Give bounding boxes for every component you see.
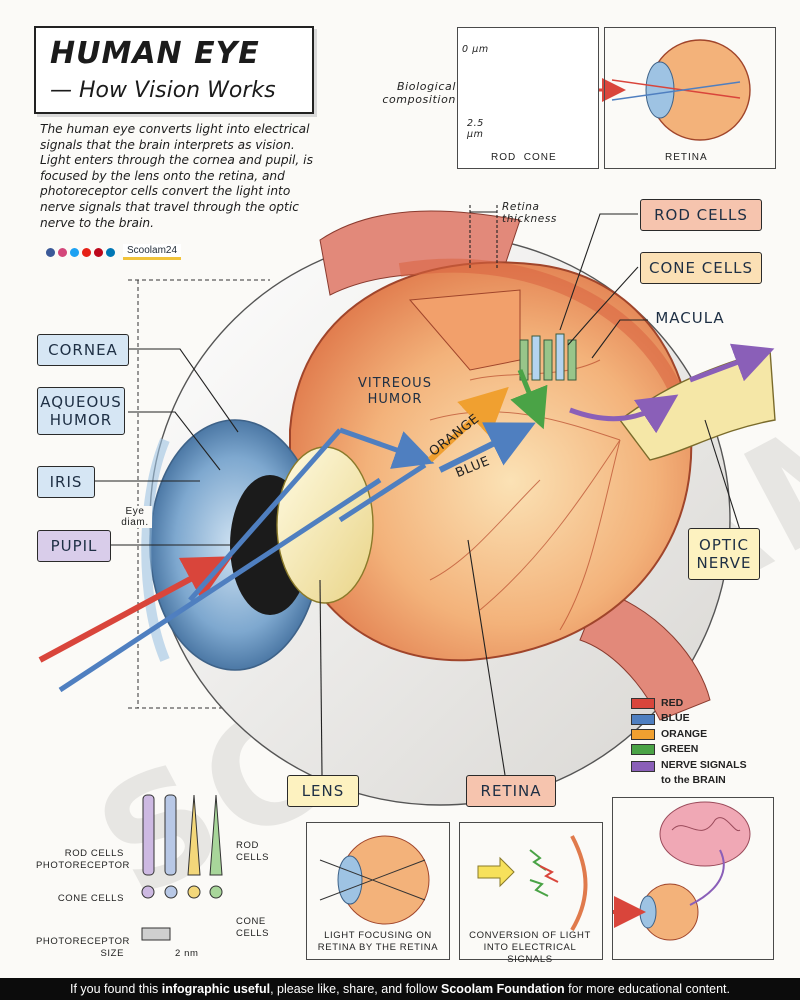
rod-cone-caption: ROD CONE [491,152,557,163]
footer-bar: If you found this infographic useful , p… [0,978,800,1000]
ray-blue-2 [188,428,342,602]
ray-orange [427,386,509,463]
focusing-caption: LIGHT FOCUSING ON RETINA BY THE RETINA [317,930,439,953]
photoreceptor-bundle [519,333,577,381]
focusing-mini-eye [319,835,430,925]
photoreceptor-scale-label: 2 nm [175,948,199,959]
twitter-icon[interactable] [70,247,79,257]
label-lens: LENS [287,775,359,807]
eye-muscle-bottom [579,589,711,721]
leader-lines [92,205,741,776]
label-retina: RETINA [466,775,556,807]
legend-item: ORANGE [631,727,751,742]
ray-red [38,556,233,663]
legend-swatch-red [631,698,655,710]
label-pupil: PUPIL [37,530,111,562]
rod-photoreceptor-label: ROD CELLS PHOTORECEPTOR [36,848,131,871]
legend-swatch-orange [631,729,655,741]
nerve-signal-2 [689,343,775,383]
retina-mini-eye [590,39,751,141]
footer-text: for more educational content. [564,982,730,996]
facebook-icon[interactable] [46,247,55,257]
label-aqueous-humor: AQUEOUS HUMOR [37,387,125,435]
instagram-icon[interactable] [58,247,67,257]
eye-diameter-label: Eye diam. [118,506,152,528]
focusing-panel [306,822,450,960]
title-box: HUMAN EYE — How Vision Works [34,26,314,114]
label-vitreous-humor: VITREOUS HUMOR [358,376,432,407]
footer-text: If you found this [70,982,162,996]
photoreceptor-size-label: PHOTORECEPTOR SIZE [36,936,131,959]
ray-blue-4 [338,462,427,523]
label-iris: IRIS [37,466,95,498]
legend-label: ORANGE [661,727,708,740]
cone-cells-left-label: CONE CELLS [57,893,124,904]
nerve-signal-1 [569,394,679,434]
legend-swatch-green [631,744,655,756]
legend-label: GREEN [661,743,699,756]
footer-bold-foundation[interactable]: Scoolam Foundation [441,982,565,996]
conversion-caption: CONVERSION OF LIGHT INTO ELECTRICAL SIGN… [469,930,591,965]
scale-top: 0 μm [462,44,489,55]
legend-label: RED [661,697,684,709]
cornea [141,438,170,662]
rod-cells-right-label: ROD CELLS [236,840,270,863]
bio-composition-label: Biological composition [382,80,456,106]
legend-swatch-purple [631,760,655,772]
retina-wall [398,258,687,403]
rod-cone-panel [457,27,599,169]
lens [276,446,374,604]
brain-panel [612,797,774,960]
label-cornea: CORNEA [37,334,129,366]
ray-blue-1 [58,477,382,693]
legend-label: NERVE SIGNALS to the BRAIN [661,758,747,787]
ray-blue-3 [339,427,435,469]
page-title: HUMAN EYE [50,36,260,71]
youtube-icon[interactable] [82,247,91,257]
photoreceptor-cells-illustration [141,794,223,941]
footer-text: , please like, share, and follow [270,982,442,996]
footer-bold-infographic: infographic useful [161,982,271,996]
retina-panel-caption: RETINA [665,152,708,163]
label-macula: MACULA [655,309,725,327]
legend-swatch-blue [631,713,655,725]
legend-label: BLUE [661,712,690,725]
social-handle[interactable]: Scoolam24 [123,244,182,260]
scale-bottom: 2.5 μm [467,118,484,140]
retina-panel [604,27,776,169]
conversion-drawing [477,835,588,932]
legend-item: NERVE SIGNALS to the BRAIN [631,758,751,789]
brain-eye-drawing [612,801,751,941]
label-optic-nerve: OPTIC NERVE [688,528,760,580]
intro-paragraph: The human eye converts light into electr… [40,122,313,230]
retina-thickness-label: Retina thickness [502,201,557,225]
conversion-panel [459,822,603,960]
ray-blue-5 [438,422,536,473]
ray-green [510,369,548,430]
legend-item: RED [631,696,751,711]
legend-item: GREEN [631,742,751,757]
color-legend: RED BLUE ORANGE GREEN NERVE SIGNALS to t… [631,696,751,788]
label-rod-cells: ROD CELLS [640,199,762,231]
cone-cells-right-label: CONE CELLS [236,916,270,939]
pinterest-icon[interactable] [94,247,103,257]
page-subtitle: — How Vision Works [50,78,276,103]
linkedin-icon[interactable] [106,247,115,257]
label-cone-cells: CONE CELLS [640,252,762,284]
legend-item: BLUE [631,711,751,726]
social-icons-row: Scoolam24 [46,244,182,260]
